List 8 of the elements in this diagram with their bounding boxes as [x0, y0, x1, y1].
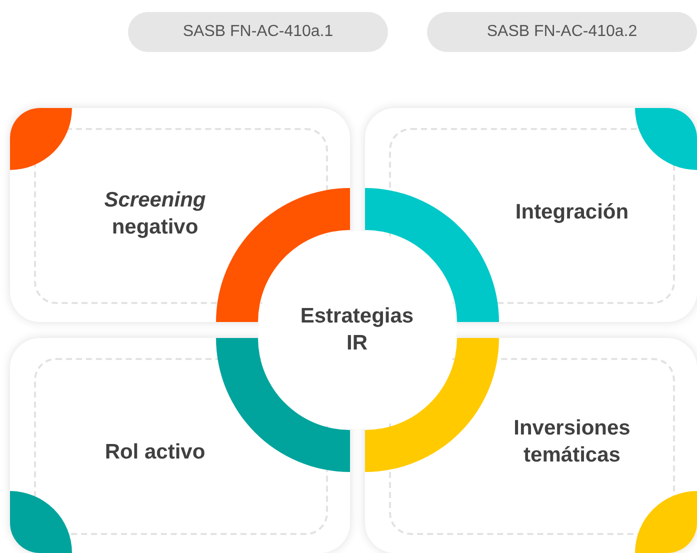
strategy-label: Rol activo — [104, 439, 206, 466]
strategy-card — [365, 338, 697, 553]
standard-tag: SASB FN-AC-410a.2 — [427, 12, 697, 52]
standard-tag: SASB FN-AC-410a.1 — [128, 12, 388, 52]
center-label: Estrategias IR — [287, 302, 427, 358]
strategy-label: Integración — [514, 199, 630, 226]
strategy-label: Inversiones temáticas — [512, 416, 632, 469]
strategy-label: Screening negativo — [103, 188, 207, 241]
